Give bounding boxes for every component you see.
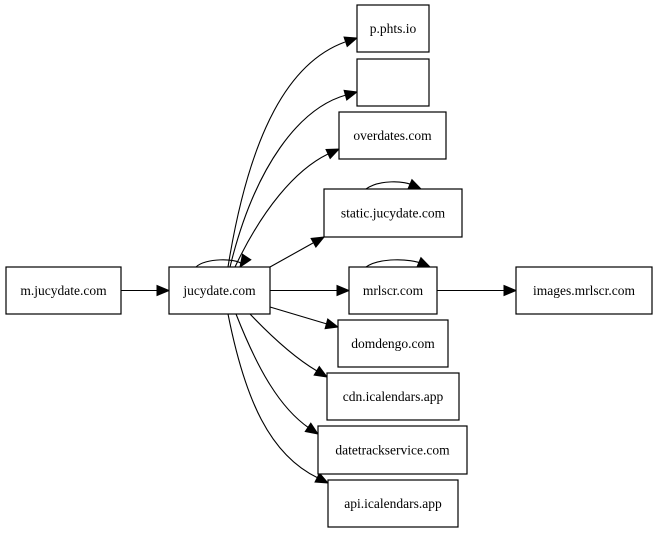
node-label: mrlscr.com (363, 283, 424, 298)
arrowhead-icon (407, 178, 423, 190)
node-box (326, 372, 460, 421)
node-box (356, 58, 430, 107)
edge-mrlscr-to-images_mrlscr (437, 284, 518, 297)
arrowhead-icon (314, 472, 330, 484)
node-label: static.jucydate.com (341, 206, 446, 221)
node-box (5, 266, 122, 315)
edge-line (269, 242, 314, 268)
node-overdates: overdates.com (338, 111, 447, 160)
node-label: images.mrlscr.com (533, 283, 635, 298)
node-m-jucydate: m.jucydate.com (5, 266, 122, 315)
node-box (515, 266, 653, 315)
node-box (337, 319, 449, 368)
arrowhead-icon (310, 236, 326, 249)
edge-jucydate-to-p_phts (227, 36, 359, 268)
edge-mrlscr-to-mrlscr (365, 256, 432, 268)
node-box (348, 266, 438, 315)
node-mrlscr: mrlscr.com (348, 266, 438, 315)
arrowhead-icon (343, 89, 359, 101)
edge-line (227, 313, 319, 479)
edge-jucydate-to-static_jucydate (269, 236, 326, 268)
arrowhead-icon (343, 36, 359, 48)
edge-line (249, 313, 318, 372)
node-box (327, 479, 459, 528)
edge-line (235, 313, 310, 429)
arrowhead-icon (156, 284, 171, 297)
node-box (168, 266, 271, 315)
node-label: jucydate.com (182, 283, 256, 298)
arrowhead-icon (416, 256, 432, 268)
edge-static_jucydate-to-static_jucydate (365, 178, 423, 190)
node-label: p.phts.io (370, 21, 417, 36)
arrowhead-icon (313, 365, 329, 378)
edge-jucydate-to-jucydate (195, 253, 252, 269)
node-box (317, 425, 468, 475)
node-label: datetrackservice.com (335, 443, 450, 458)
arrowhead-icon (239, 253, 252, 269)
edge-line (269, 306, 328, 325)
edge-line (365, 181, 415, 190)
node-box (338, 111, 447, 160)
node-p-phts: p.phts.io (356, 4, 430, 53)
arrowhead-icon (304, 422, 320, 435)
node-box (356, 4, 430, 53)
edge-line (365, 259, 424, 268)
node-label: cdn.icalendars.app (343, 389, 444, 404)
node-domdengo: domdengo.com (337, 319, 449, 368)
node-static-jucydate: static.jucydate.com (323, 188, 463, 238)
node-api-icalendars: api.icalendars.app (327, 479, 459, 528)
arrowhead-icon (325, 148, 341, 160)
edge-jucydate-to-cdn_icalendars (249, 313, 329, 378)
node-cdn-icalendars: cdn.icalendars.app (326, 372, 460, 421)
node-datetrackservice: datetrackservice.com (317, 425, 468, 475)
edge-jucydate-to-mrlscr (270, 284, 351, 297)
node-images-mrlscr: images.mrlscr.com (515, 266, 653, 315)
node-jucydate: jucydate.com (168, 266, 271, 315)
node-label: domdengo.com (351, 336, 435, 351)
edge-line (227, 41, 346, 268)
edge-jucydate-to-blank (229, 89, 359, 268)
node-label: overdates.com (353, 128, 432, 143)
edge-line (195, 259, 243, 268)
node-box (323, 188, 463, 238)
arrowhead-icon (503, 284, 518, 297)
node-label: m.jucydate.com (20, 283, 107, 298)
edge-jucydate-to-overdates (234, 148, 341, 268)
edge-line (234, 153, 329, 268)
arrowhead-icon (324, 318, 340, 330)
edge-line (229, 94, 347, 268)
edge-jucydate-to-api_icalendars (227, 313, 330, 484)
edge-jucydate-to-datetrackservice (235, 313, 320, 435)
node-label: api.icalendars.app (344, 496, 442, 511)
edge-jucydate-to-domdengo (269, 306, 340, 330)
arrowhead-icon (336, 284, 351, 297)
edge-m_jucydate-to-jucydate (121, 284, 171, 297)
node-blank (356, 58, 430, 107)
